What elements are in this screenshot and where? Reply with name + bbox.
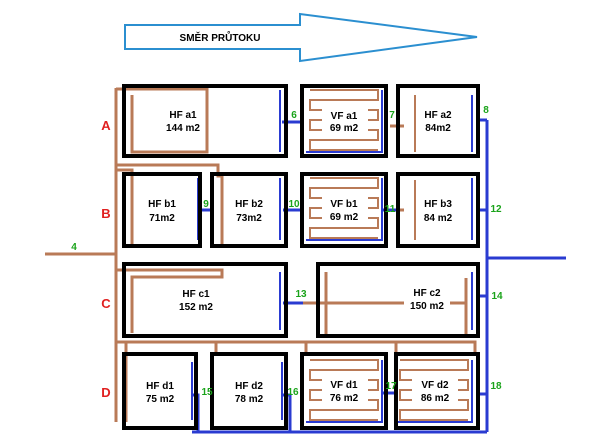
label-hf-b1-name: HF b1 [148,199,176,210]
point-18: 18 [490,381,502,392]
cells [122,84,480,430]
flow-direction-arrow: SMĚR PRŮTOKU [124,12,478,63]
cell-labels: HF a1 144 m2 VF a1 69 m2 HF a2 84m2 HF b… [146,109,458,405]
row-label-a: A [101,118,111,133]
label-hf-d2-area: 78 m2 [235,394,264,405]
vf-a1-label-bg [322,109,368,135]
row-label-b: B [101,206,110,221]
label-hf-c1-area: 152 m2 [179,302,213,313]
cell-hf-a2 [396,84,480,158]
point-16: 16 [287,387,299,398]
cell-hf-b1 [122,172,202,248]
label-hf-a1-name: HF a1 [169,110,197,121]
point-13: 13 [295,289,307,300]
point-4: 4 [71,242,77,253]
row-label-d: D [101,385,110,400]
label-hf-b2-area: 73m2 [236,213,262,224]
label-hf-c1-name: HF c1 [182,289,210,300]
point-11: 11 [385,204,396,215]
cell-hf-d1 [122,352,198,430]
point-14: 14 [491,291,503,302]
label-hf-b3-name: HF b3 [424,199,452,210]
cell-hf-b2 [210,172,288,248]
label-vf-a1-area: 69 m2 [330,123,359,134]
label-hf-b1-area: 71m2 [149,213,175,224]
point-9: 9 [203,199,209,210]
cell-vf-a1 [300,84,388,158]
point-15: 15 [201,387,213,398]
point-7: 7 [389,110,395,121]
label-hf-a2-name: HF a2 [424,110,452,121]
label-hf-b3-area: 84 m2 [424,213,453,224]
label-vf-d2-area: 86 m2 [421,393,450,404]
label-vf-d1-name: VF d1 [330,380,358,391]
point-numbers: 4 6 7 8 9 10 11 12 13 14 15 16 17 18 [71,105,503,398]
vf-b1-label-bg [322,197,368,223]
inlet-pipes [45,87,477,422]
label-vf-b1-area: 69 m2 [330,212,359,223]
cell-hf-b3 [396,172,480,248]
label-hf-d1-area: 75 m2 [146,394,175,405]
cell-vf-b1 [300,172,388,248]
point-12: 12 [490,204,502,215]
label-hf-b2-name: HF b2 [235,199,263,210]
cell-hf-c2 [316,262,480,338]
point-17: 17 [385,381,397,392]
row-label-c: C [101,296,111,311]
cell-hf-c1 [122,262,288,338]
hf-c2-label-bg [404,286,450,312]
point-6: 6 [291,110,297,121]
label-vf-b1-name: VF b1 [330,199,358,210]
vf-d1-label-bg [322,378,368,404]
row-labels: A B C D [101,118,111,400]
label-hf-c2-name: HF c2 [413,288,441,299]
cell-vf-d2 [394,352,480,430]
point-10: 10 [288,199,300,210]
label-hf-a2-area: 84m2 [425,123,451,134]
label-hf-d1-name: HF d1 [146,381,174,392]
point-8: 8 [483,105,489,116]
label-hf-d2-name: HF d2 [235,381,263,392]
label-vf-d2-name: VF d2 [421,380,449,391]
label-hf-c2-area: 150 m2 [410,301,444,312]
vf-d2-label-bg [412,378,458,404]
flow-direction-label: SMĚR PRŮTOKU [180,30,261,44]
vf-serpentines [309,89,469,421]
label-vf-a1-name: VF a1 [331,111,358,122]
label-hf-a1-area: 144 m2 [166,123,200,134]
cell-hf-d2 [210,352,288,430]
cell-vf-d1 [300,352,388,430]
label-vf-d1-area: 76 m2 [330,393,359,404]
cell-hf-a1 [122,84,288,158]
